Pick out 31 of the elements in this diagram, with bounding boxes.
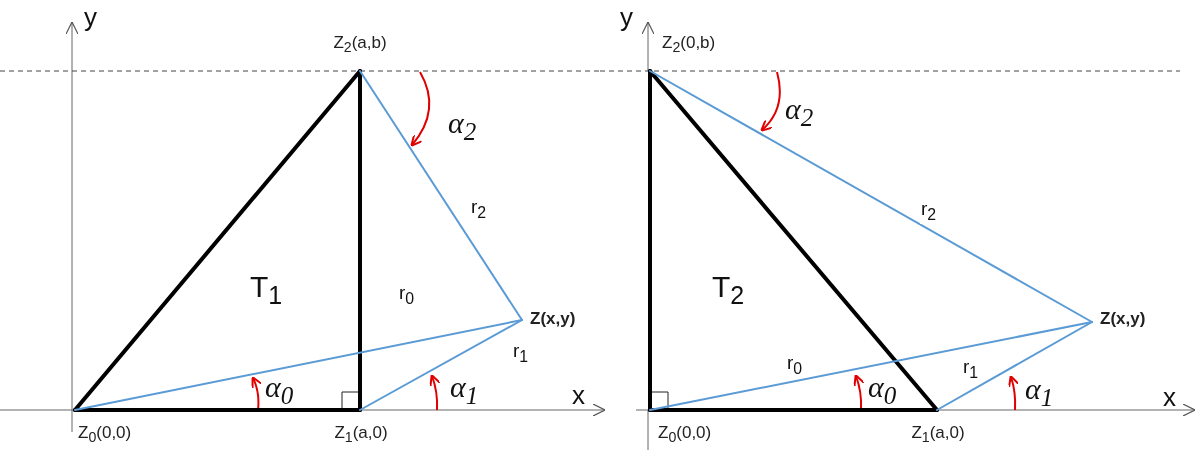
angle-label: α$_{2}$ [448,106,477,146]
distance-line [359,70,523,321]
angle-label: α$_{0}$ [868,370,897,410]
triangle-side [648,408,939,412]
angle-label: α$_{1}$ [450,370,479,410]
point-label: Z$_{2}$(0,b) [662,33,716,52]
point-label: Z$_{1}$(a,0) [334,423,388,442]
triangle-side [358,69,362,412]
triangle-side [73,69,362,412]
triangle-label: T$_{1}$ [250,270,283,310]
point-label: Z$_{0}$(0,0) [78,423,132,442]
distance-line [649,321,1093,411]
point-label: Z(x,y) [1100,309,1146,328]
point-label: Z$_{0}$(0,0) [658,423,712,442]
triangle-label: T$_{2}$ [712,270,745,310]
distance-line [359,319,523,411]
axis-label: y [620,2,633,33]
angle-label: α$_{1}$ [1025,372,1054,412]
axis-label: y [84,2,97,33]
angle-label: α$_{0}$ [265,370,294,410]
triangle-side [648,69,652,412]
distance-line [649,70,1093,323]
distance-line [936,321,1093,411]
triangle-side [648,69,939,412]
point-label: Z$_{2}$(a,b) [333,33,387,52]
distance-line [74,319,523,411]
axis-label: x [572,380,585,411]
angle-label: α$_{2}$ [785,92,814,132]
point-label: Z(x,y) [530,309,576,328]
point-label: Z$_{1}$(a,0) [911,423,965,442]
axis-label: x [1163,382,1176,413]
